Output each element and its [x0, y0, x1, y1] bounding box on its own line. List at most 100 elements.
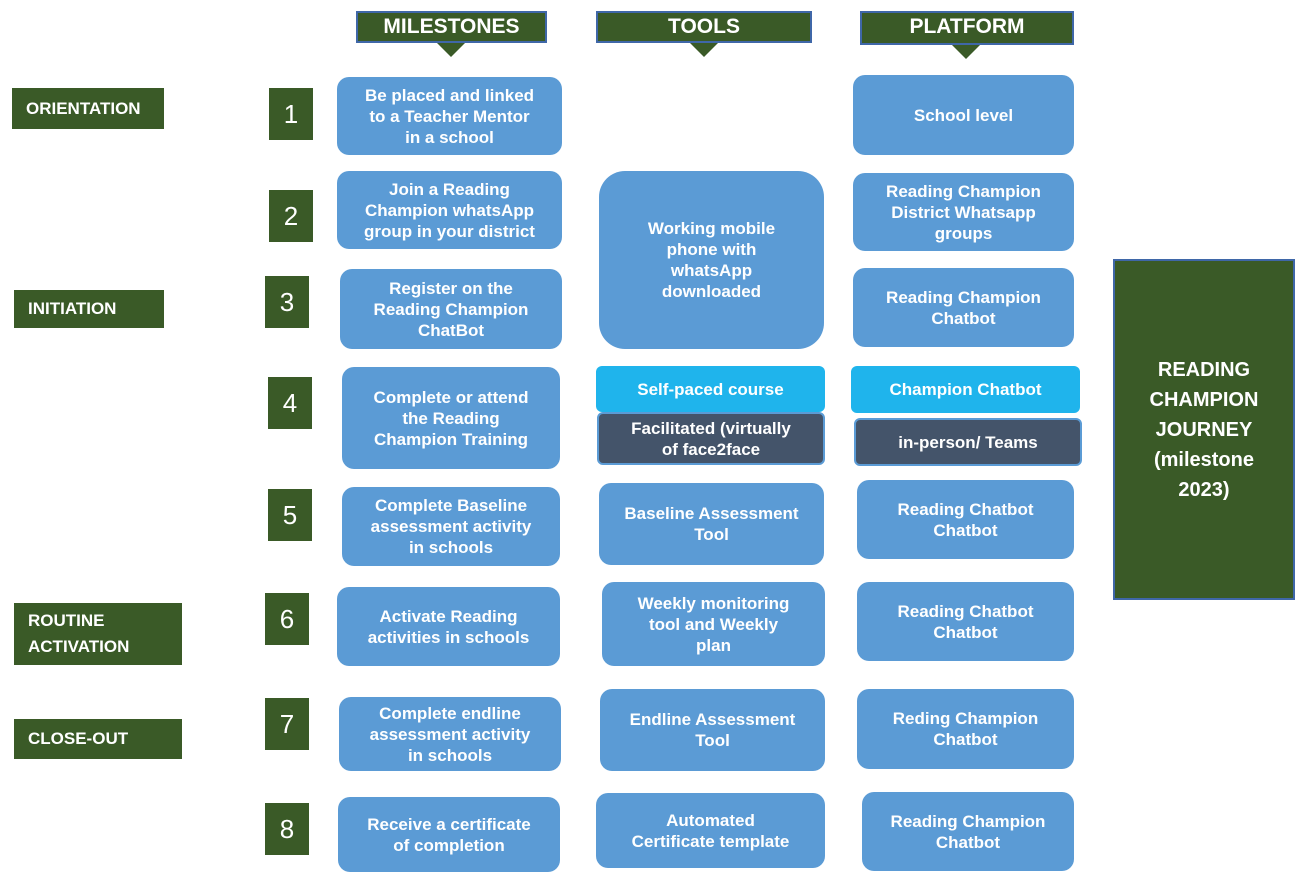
tool-self-paced-box: Self-paced course	[596, 366, 825, 412]
platform-champion-chatbot-box: Champion Chatbot	[851, 366, 1080, 413]
milestone-text: Champion whatsApp	[364, 200, 535, 220]
milestone-text: group in your district	[364, 221, 535, 241]
tool-text: tool and Weekly	[648, 614, 779, 634]
milestone-text: Be placed and linked	[364, 85, 535, 105]
tool-text: Weekly monitoring	[637, 593, 790, 613]
milestone-text: Receive a certificate	[367, 814, 531, 834]
milestone-box: Complete Baseline assessment activity in s…	[342, 487, 560, 566]
milestone-text: to a Teacher Mentor	[369, 106, 530, 126]
journey-text: 2023)	[1178, 478, 1230, 501]
milestone-text: Activate Reading	[379, 606, 518, 626]
milestone-text: in a school	[405, 127, 494, 147]
milestone-text: assessment activity	[369, 724, 531, 744]
step-number: 2	[269, 190, 313, 242]
platform-text: Chatbot	[935, 832, 1001, 852]
tool-text: of face2face	[661, 439, 761, 459]
milestone-text: Complete Baseline	[374, 496, 528, 515]
journey-text: CHAMPION	[1149, 388, 1259, 411]
platform-arrow	[952, 45, 980, 59]
tool-text: plan	[696, 635, 731, 655]
platform-text: Reading Chatbot	[897, 601, 1034, 621]
milestone-text: assessment activity	[370, 517, 532, 536]
platform-text: Chatbot	[933, 730, 998, 749]
tool-text: Automated	[666, 810, 755, 830]
platform-text: Reding Champion	[892, 709, 1039, 728]
platform-header: PLATFORM	[860, 11, 1074, 45]
milestone-text: Champion Training	[374, 429, 528, 449]
milestone-text: the Reading	[402, 408, 500, 428]
milestone-text: activities in schools	[367, 627, 530, 647]
tool-text: Endline Assessment	[629, 710, 796, 729]
milestone-text: Reading Champion	[373, 299, 529, 319]
platform-text: Champion Chatbot	[889, 380, 1042, 399]
phase-routine-activation: ROUTINE ACTIVATION	[14, 603, 182, 665]
tool-text: Baseline Assessment	[624, 504, 799, 523]
milestone-text: Register on the	[389, 278, 513, 298]
milestone-text: ChatBot	[417, 320, 485, 340]
phase-routine-line2: ACTIVATION	[28, 637, 130, 656]
platform-text: Reading Champion	[886, 181, 1041, 201]
tool-text: Working mobile	[647, 219, 776, 238]
step-number: 1	[269, 88, 313, 140]
milestones-header: MILESTONES	[356, 11, 547, 43]
reading-champion-journey-box: READING CHAMPION JOURNEY (milestone 2023…	[1113, 259, 1295, 600]
tool-text: downloaded	[661, 282, 762, 301]
platform-text: Chatbot	[933, 622, 998, 642]
tool-text: Self-paced course	[637, 379, 784, 399]
platform-text: Reading Chatbot	[897, 499, 1034, 519]
phase-close-out: CLOSE-OUT	[14, 719, 182, 759]
tool-text: Certificate template	[631, 831, 790, 851]
platform-text: Reading Champion	[886, 287, 1041, 307]
step-number: 5	[268, 489, 312, 541]
platform-in-person-box: in-person/ Teams	[854, 418, 1082, 466]
tool-text: Tool	[694, 525, 729, 544]
milestone-text: of completion	[393, 835, 505, 855]
platform-text: District Whatsapp	[891, 202, 1036, 222]
phase-orientation: ORIENTATION	[12, 88, 164, 129]
journey-text: (milestone	[1153, 448, 1254, 471]
step-number: 8	[265, 803, 309, 855]
phase-routine-line1: ROUTINE	[28, 611, 105, 630]
milestone-text: in schools	[407, 745, 493, 765]
tool-text: Facilitated (virtually	[631, 418, 791, 438]
milestone-text: in schools	[408, 538, 494, 557]
milestone-text: Complete endline	[379, 703, 521, 723]
platform-text: Chatbot	[931, 308, 996, 328]
tools-header: TOOLS	[596, 11, 812, 43]
platform-text: School level	[913, 105, 1014, 125]
platform-text: in-person/ Teams	[898, 432, 1038, 452]
journey-text: JOURNEY	[1155, 418, 1253, 441]
tool-mobile-phone-box: Working mobile phone with whatsApp download…	[599, 171, 824, 349]
tool-text: whatsApp	[670, 261, 753, 280]
journey-text: READING	[1157, 358, 1251, 381]
tools-arrow	[690, 43, 718, 57]
phase-initiation: INITIATION	[14, 290, 164, 328]
platform-text: groups	[934, 223, 993, 243]
tool-text: Tool	[695, 731, 730, 750]
tool-text: phone with	[666, 240, 757, 259]
step-number: 3	[265, 276, 309, 328]
step-number: 7	[265, 698, 309, 750]
platform-box: School level	[853, 75, 1074, 155]
milestone-text: Complete or attend	[373, 387, 529, 407]
milestones-arrow	[437, 43, 465, 57]
platform-text: Chatbot	[933, 520, 998, 540]
milestone-text: Join a Reading	[389, 179, 510, 199]
